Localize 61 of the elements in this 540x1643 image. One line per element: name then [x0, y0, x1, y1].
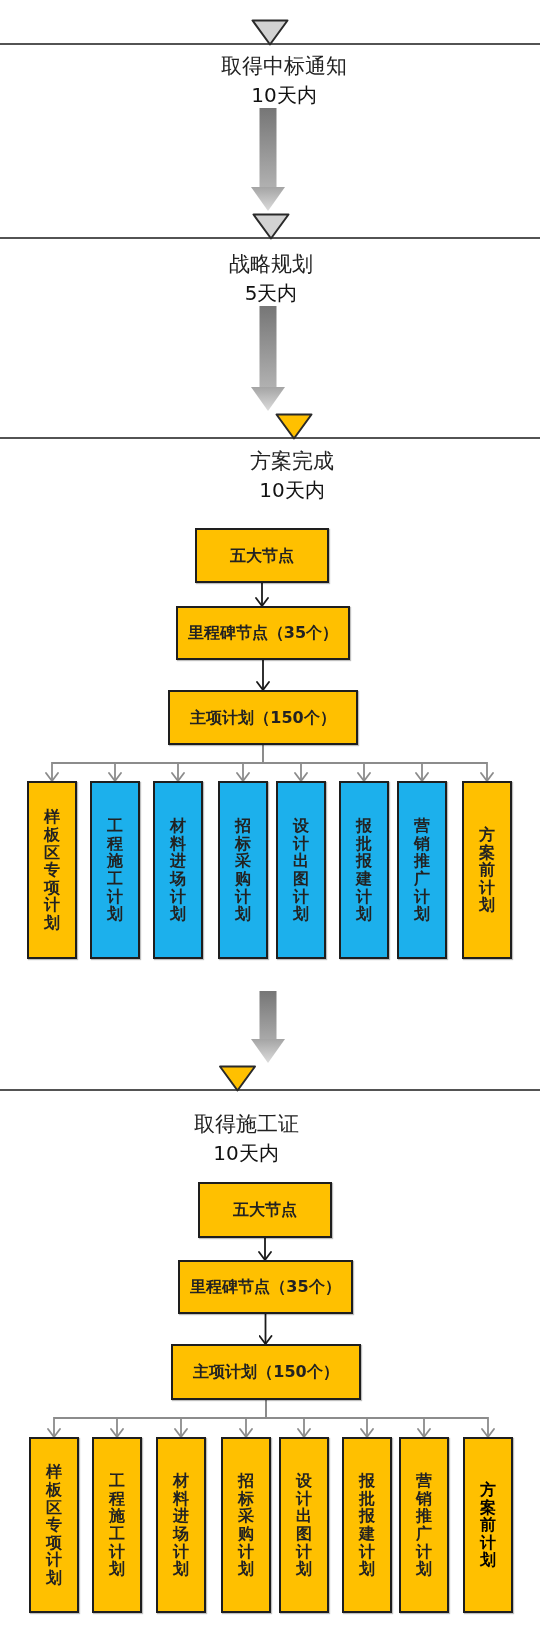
plan-label: 设计出图计划: [296, 1472, 312, 1578]
duration-text: 10天内: [251, 84, 317, 106]
plan-label: 五大节点: [233, 1200, 297, 1220]
plan-column-box: [279, 1437, 329, 1613]
arrow: [262, 744, 494, 782]
plan-label: 样板区专项计划: [44, 808, 60, 932]
duration-text: 5天内: [244, 282, 298, 304]
plan-column-box: [463, 1437, 513, 1613]
arrow: [265, 1399, 495, 1438]
duration-text: 10天内: [259, 479, 325, 501]
plan-column-box: [462, 781, 512, 959]
plan-label: 工程施工计划: [107, 817, 123, 923]
plan-column-box: [276, 781, 326, 959]
plan-label: 营销推广计划: [416, 1472, 432, 1578]
block-arrow: [251, 306, 285, 411]
plan-column-box: [397, 781, 447, 959]
plan-label: 招标采购计划: [238, 1472, 254, 1578]
plan-column-box: [27, 781, 77, 959]
arrow: [256, 659, 270, 691]
plan-column-box: [156, 1437, 206, 1613]
plan-label: 营销推广计划: [414, 817, 430, 923]
arrow: [255, 582, 269, 607]
plan-label: 方案前计划: [480, 1481, 496, 1569]
plan-label: 里程碑节点（35个）: [187, 623, 339, 643]
plan-column-box: [218, 781, 268, 959]
plan-column-box: [153, 781, 203, 959]
plan-label: 材料进场计划: [170, 817, 186, 923]
milestone-title: 战略规划: [229, 252, 313, 276]
milestone-title: 取得施工证: [193, 1112, 299, 1136]
block-arrow: [251, 991, 285, 1063]
plan-box: [176, 606, 350, 660]
plan-label: 样板区专项计划: [46, 1463, 62, 1587]
plan-label: 五大节点: [230, 545, 294, 566]
plan-box: [168, 690, 358, 745]
plan-label: 报批报建计划: [359, 1472, 375, 1578]
plan-label: 材料进场计划: [173, 1472, 189, 1578]
plan-label: 报批报建计划: [356, 817, 372, 923]
milestone-title: 方案完成: [250, 449, 334, 473]
duration-text: 10天内: [213, 1142, 279, 1164]
plan-label: 方案前计划: [479, 826, 495, 914]
plan-label: 主项计划（150个）: [193, 1362, 339, 1382]
plan-label: 招标采购计划: [235, 817, 251, 923]
arrow: [258, 1313, 273, 1345]
milestone-title: 取得中标通知: [221, 54, 347, 78]
plan-column-box: [339, 781, 389, 959]
plan-column-box: [92, 1437, 142, 1613]
plan-column-box: [342, 1437, 392, 1613]
plan-column-box: [399, 1437, 449, 1613]
plan-column-box: [90, 781, 140, 959]
plan-column-box: [221, 1437, 271, 1613]
plan-label: 主项计划（150个）: [190, 707, 336, 728]
block-arrow: [251, 108, 285, 211]
plan-box: [171, 1344, 361, 1400]
plan-label: 工程施工计划: [109, 1472, 125, 1578]
arrow: [258, 1237, 272, 1261]
plan-box: [195, 528, 329, 583]
plan-box: [178, 1260, 353, 1314]
plan-box: [198, 1182, 332, 1238]
plan-column-box: [29, 1437, 79, 1613]
plan-label: 里程碑节点（35个）: [190, 1277, 341, 1297]
plan-label: 设计出图计划: [293, 817, 309, 923]
